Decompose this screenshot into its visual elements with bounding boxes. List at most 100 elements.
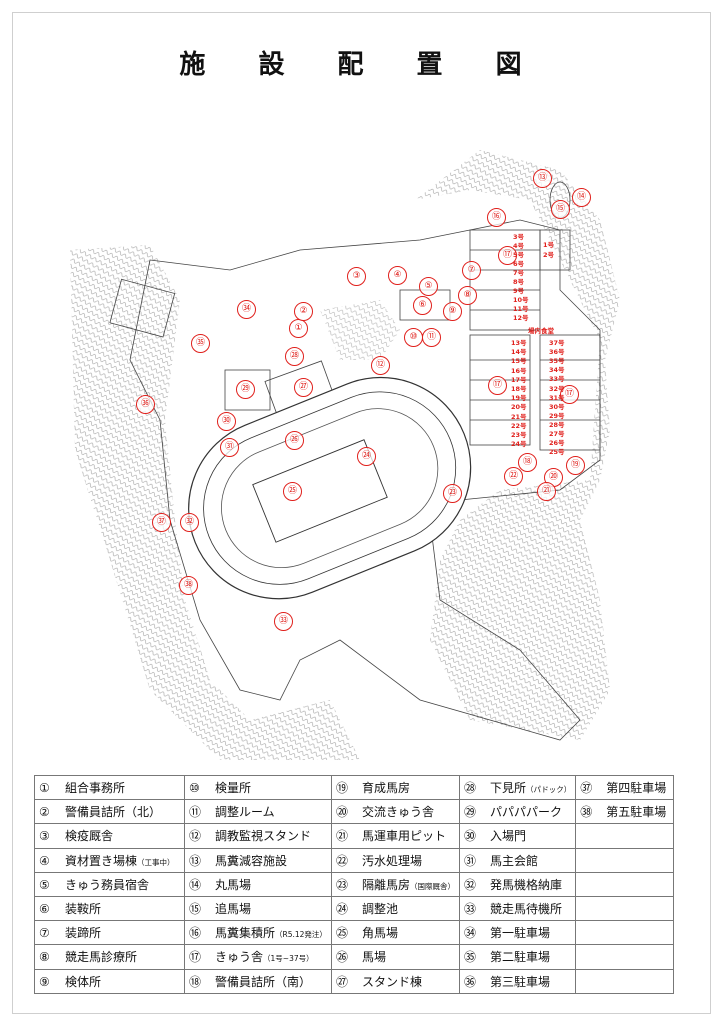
map-marker: ⑫ (371, 356, 390, 375)
legend-note: （R5.12発注） (275, 930, 327, 940)
legend-number: ⑫ (189, 829, 202, 844)
map-marker: ㊳ (179, 576, 198, 595)
map-marker: ⑲ (566, 456, 585, 475)
map-marker: ㉕ (283, 482, 302, 501)
terrain (70, 150, 620, 760)
legend-cell: ① 組合事務所 (34, 774, 185, 801)
legend-cell (575, 847, 675, 873)
legend-name: 追馬場 (215, 902, 252, 917)
legend-name: 競走馬診療所 (65, 950, 138, 965)
map-marker: ㊲ (152, 513, 171, 532)
map-marker: ㉟ (191, 334, 210, 353)
stall-label: 21号 (511, 412, 527, 421)
stall-label: 17号 (511, 375, 527, 384)
stall-label: 37号 (549, 339, 565, 347)
map-marker: ③ (347, 267, 366, 286)
legend-name: 警備員詰所（南） (215, 974, 312, 989)
legend-name: 馬糞減容施設 (215, 853, 288, 868)
map-marker: ⑰ (488, 376, 507, 395)
legend-number: ① (39, 781, 50, 796)
map-marker: ⑤ (419, 277, 438, 296)
legend-name: 装蹄所 (65, 926, 102, 941)
legend-name: パパパパーク (489, 805, 562, 820)
legend-cell: ⑧ 競走馬診療所 (34, 944, 185, 970)
stall-label: 23号 (511, 431, 527, 439)
stall-label: 36号 (549, 348, 565, 357)
legend-number: ㉕ (335, 926, 348, 941)
stall-label: 18号 (511, 385, 527, 393)
legend-name: 馬主会館 (489, 853, 538, 868)
map-marker: ⑮ (551, 200, 570, 219)
legend-name: 調整ルーム (215, 805, 275, 820)
stall-label: 29号 (549, 411, 565, 420)
legend-number: ㉟ (463, 950, 476, 965)
legend-cell (575, 968, 675, 994)
stall-label: 26号 (549, 439, 565, 448)
map-marker: ㉘ (285, 347, 304, 366)
legend-cell: ⑪ 調整ルーム (184, 799, 332, 825)
legend-number: ⑰ (189, 950, 202, 965)
stall-label: 4号 (513, 242, 525, 250)
legend-number: ㉘ (463, 781, 476, 796)
legend-number: ㉞ (463, 926, 476, 941)
legend-name: 調整池 (361, 902, 398, 917)
map-marker: ㉜ (180, 513, 199, 532)
cafeteria-label: 場内食堂 (528, 327, 554, 335)
stall-label: 32号 (549, 384, 565, 393)
legend-name: 組合事務所 (65, 781, 126, 796)
legend-number: ㉜ (463, 877, 476, 892)
legend-number: ⑤ (39, 877, 50, 892)
legend-number: ㉒ (335, 853, 348, 868)
legend-name: 検疫厩舎 (65, 829, 114, 844)
legend-number: ⑪ (189, 805, 202, 820)
page-title: 施 設 配 置 図 (179, 50, 544, 80)
legend-name: 馬場 (361, 950, 386, 965)
legend-number: ⑧ (39, 950, 50, 965)
map-marker: ㉝ (274, 612, 293, 631)
stall-label: 16号 (511, 366, 527, 375)
stall-label: 2号 (543, 251, 555, 259)
legend-cell (575, 895, 675, 922)
legend-name: 育成馬房 (361, 781, 410, 796)
stall-label: 15号 (511, 357, 527, 366)
stall-label: 20号 (511, 403, 527, 412)
legend-name: きゅう舎 (215, 950, 264, 965)
stall-label: 28号 (549, 420, 565, 429)
stall-label: 34号 (549, 366, 565, 375)
map-marker: ⑧ (458, 286, 477, 305)
legend-name: 馬糞集積所 (215, 926, 276, 941)
legend-note: （1号~37号） (263, 954, 314, 964)
legend-number: ㊲ (580, 781, 593, 796)
legend-name: 検体所 (65, 974, 102, 989)
stall-label: 31号 (549, 393, 565, 402)
legend-note: （工事中） (137, 857, 175, 867)
legend-number: ㉙ (463, 805, 476, 820)
legend-name: 競走馬待機所 (489, 902, 562, 917)
legend-name: 隔離馬房 (361, 877, 410, 892)
legend-number: ㉑ (335, 829, 348, 844)
